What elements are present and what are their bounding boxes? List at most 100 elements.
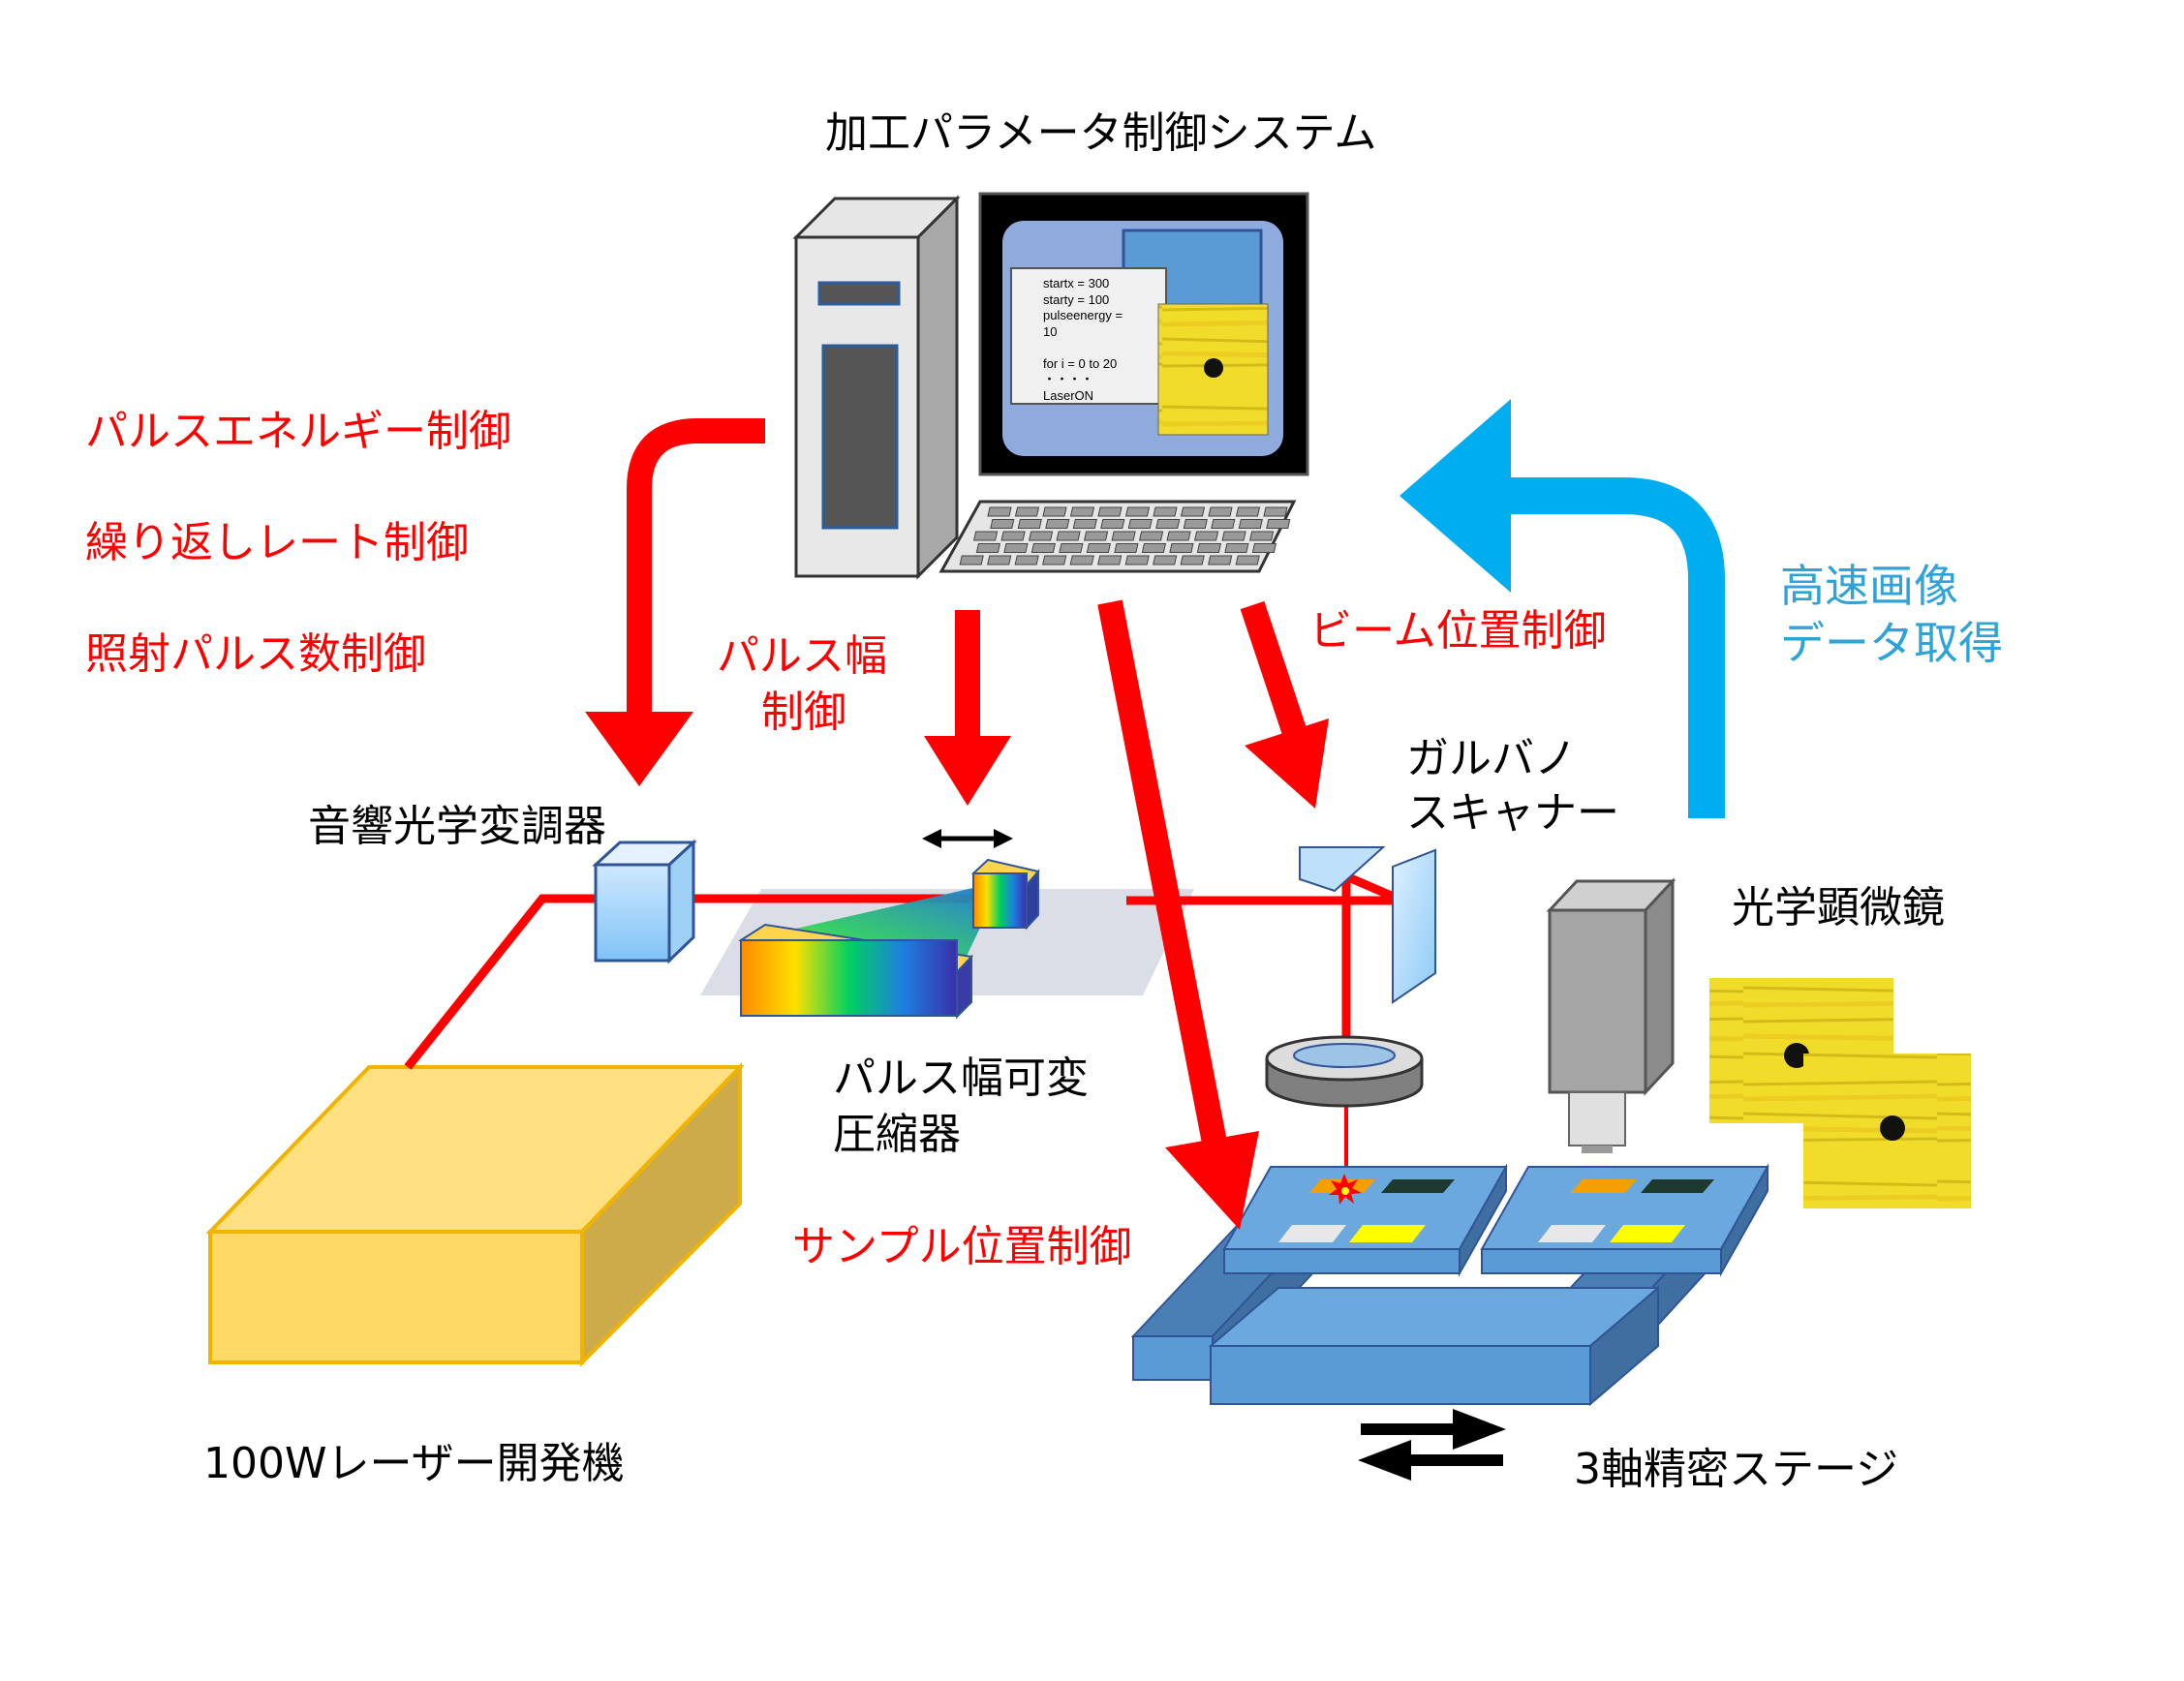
acousto-optic-modulator: [592, 839, 697, 964]
key: [1014, 555, 1039, 565]
label-pulse-width-1: パルス幅: [717, 631, 887, 681]
stage-motion-arrows: [1358, 1409, 1506, 1481]
key: [1155, 519, 1181, 529]
key: [987, 555, 1012, 565]
key: [1248, 531, 1275, 541]
key: [1169, 543, 1194, 553]
key: [1138, 531, 1164, 541]
key: [1224, 543, 1249, 553]
key: [1141, 543, 1167, 553]
sample-left: [1278, 1174, 1455, 1242]
code-window: [1010, 267, 1167, 405]
label-beam-position: ビーム位置制御: [1309, 606, 1607, 656]
key: [1263, 506, 1288, 517]
key: [1072, 519, 1097, 529]
key: [1180, 506, 1206, 517]
key: [1056, 531, 1081, 541]
key: [1124, 555, 1150, 565]
key: [1017, 519, 1042, 529]
key: [1221, 531, 1246, 541]
key: [1083, 531, 1109, 541]
sample-right: [1538, 1179, 1714, 1242]
code-line: pulseenergy =: [1043, 308, 1123, 322]
key: [987, 506, 1012, 517]
label-aom: 音響光学変調器: [308, 802, 606, 851]
key: [1097, 506, 1123, 517]
label-stage: 3軸精密ステージ: [1574, 1445, 1899, 1494]
label-feedback-1: 高速画像: [1780, 560, 1958, 612]
key: [1042, 506, 1067, 517]
key: [1235, 506, 1261, 517]
label-microscope: 光学顕微鏡: [1732, 883, 1945, 932]
key: [972, 531, 999, 541]
label-rate-control: 繰り返しレート制御: [85, 518, 469, 567]
key: [990, 519, 1015, 529]
key: [1153, 555, 1178, 565]
key: [1069, 555, 1094, 565]
galvano-scanner: [1299, 846, 1436, 1004]
code-line: for i = 0 to 20: [1043, 355, 1118, 371]
key: [1124, 506, 1151, 517]
key: [1059, 543, 1084, 553]
computer-tower: [792, 195, 961, 580]
key: [1045, 519, 1070, 529]
key: [1208, 555, 1233, 565]
code-line: [1043, 340, 1123, 356]
key: [959, 555, 984, 565]
key: [1208, 506, 1233, 517]
sample-position-arrow: [1097, 599, 1259, 1230]
key: [1114, 543, 1139, 553]
key: [975, 543, 1001, 553]
pulse-width-arrow: [924, 610, 1011, 806]
beam-position-arrow: [1240, 600, 1329, 809]
key: [1003, 543, 1029, 553]
label-feedback-2: データ取得: [1780, 617, 2003, 669]
system-title: 加工パラメータ制御システム: [825, 108, 1377, 158]
laser-box: [205, 1062, 745, 1367]
label-pulse-width-2: 制御: [761, 688, 846, 737]
code-line: startx = 300: [1043, 276, 1110, 290]
key: [1193, 531, 1219, 541]
key: [1166, 531, 1191, 541]
key: [1251, 543, 1277, 553]
label-compressor-2: 圧縮器: [833, 1110, 961, 1159]
label-galvano-2: スキャナー: [1406, 788, 1619, 838]
label-galvano-1: ガルバノ: [1406, 734, 1577, 783]
key: [1069, 506, 1095, 517]
key: [1211, 519, 1236, 529]
pulse-compressor: [738, 858, 1040, 1020]
label-laser: 100Wレーザー開発機: [203, 1439, 625, 1488]
computer-monitor: [978, 192, 1309, 476]
key: [1000, 531, 1026, 541]
key: [1238, 519, 1263, 529]
code-line: LaserON: [1043, 387, 1094, 403]
key: [1086, 543, 1112, 553]
label-compressor-1: パルス幅可変: [833, 1054, 1089, 1103]
code-line: ・・・・: [1043, 372, 1094, 386]
key: [1097, 555, 1123, 565]
key: [1042, 555, 1067, 565]
key: [1100, 519, 1125, 529]
microscope-camera: [1546, 877, 1676, 1193]
label-sample-position: サンプル位置制御: [792, 1222, 1132, 1271]
key: [1030, 543, 1057, 553]
label-energy-control: パルスエネルギー制御: [85, 407, 511, 456]
code-line: 10: [1043, 323, 1058, 339]
key: [1028, 531, 1054, 541]
key: [1235, 555, 1260, 565]
key: [1153, 506, 1178, 517]
label-pulse-count-control: 照射パルス数制御: [85, 629, 426, 679]
key: [1266, 519, 1291, 529]
keyboard: [938, 500, 1297, 573]
key: [1183, 519, 1208, 529]
key: [1196, 543, 1222, 553]
code-line: starty = 100: [1043, 291, 1110, 307]
key: [1014, 506, 1040, 517]
key: [1127, 519, 1153, 529]
energy-control-arrow: [585, 418, 765, 786]
laser-spot-icon: [1329, 1174, 1362, 1205]
key: [1180, 555, 1205, 565]
microscope-images: [1709, 978, 1971, 1208]
